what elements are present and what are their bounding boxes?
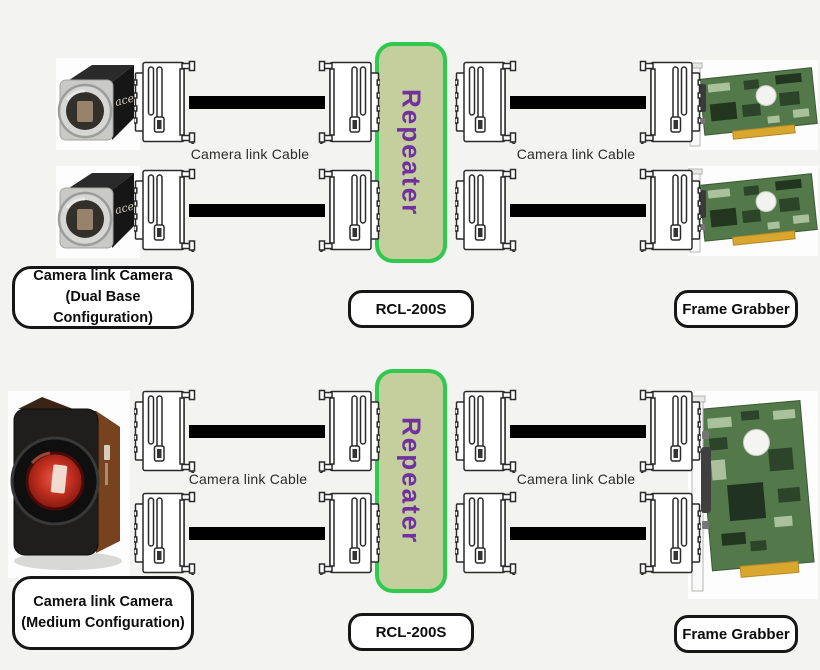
frame-grabber-label-box: Frame Grabber: [674, 615, 798, 653]
cable-line: [510, 424, 646, 438]
camera-link-connector-icon: [455, 491, 517, 575]
camera-label-box: Camera link Camera (Medium Configuration…: [12, 576, 194, 650]
frame-grabber-card-image: [688, 60, 818, 150]
cable-label: Camera link Cable: [190, 146, 310, 162]
frame-grabber-label: Frame Grabber: [682, 300, 790, 318]
cable-run: [455, 60, 701, 144]
cable-line: [189, 424, 325, 438]
cable-run: [455, 491, 701, 575]
frame-grabber-label-box: Frame Grabber: [674, 290, 798, 328]
cable-run: [134, 168, 380, 252]
cable-run: [455, 389, 701, 473]
repeater-model: RCL-200S: [375, 623, 447, 641]
camera-label-line1: Camera link Camera: [33, 267, 173, 284]
repeater-model: RCL-200S: [375, 300, 447, 318]
camera-label-line2: (Dual Base Configuration): [53, 289, 153, 327]
camera-link-connector-icon: [639, 389, 701, 473]
camera-link-connector-icon: [134, 491, 196, 575]
camera-label-box: Camera link Camera (Dual Base Configurat…: [12, 266, 194, 329]
camera-link-camera-image: [8, 391, 130, 578]
cable-line: [189, 95, 325, 109]
cable-run: [134, 60, 380, 144]
cable-run: [134, 389, 380, 473]
camera-link-camera-image: [56, 58, 140, 150]
camera-link-connector-icon: [134, 168, 196, 252]
repeater-label: Repeater: [396, 417, 427, 545]
camera-link-connector-icon: [318, 389, 380, 473]
camera-link-connector-icon: [318, 168, 380, 252]
camera-link-connector-icon: [134, 389, 196, 473]
cable-label: Camera link Cable: [516, 146, 636, 162]
camera-link-camera-image: [56, 166, 140, 258]
repeater-box: Repeater: [375, 42, 447, 263]
camera-link-connector-icon: [639, 491, 701, 575]
cable-run: [134, 491, 380, 575]
cable-label: Camera link Cable: [188, 471, 308, 487]
cable-line: [510, 526, 646, 540]
camera-link-connector-icon: [455, 389, 517, 473]
repeater-box: Repeater: [375, 369, 447, 593]
cable-label: Camera link Cable: [516, 471, 636, 487]
camera-link-connector-icon: [455, 60, 517, 144]
camera-link-connector-icon: [455, 168, 517, 252]
frame-grabber-card-image: [688, 391, 818, 599]
cable-run: [455, 168, 701, 252]
repeater-label: Repeater: [396, 88, 427, 217]
camera-link-connector-icon: [318, 60, 380, 144]
camera-link-connector-icon: [318, 491, 380, 575]
camera-link-connector-icon: [134, 60, 196, 144]
cable-line: [189, 526, 325, 540]
frame-grabber-label: Frame Grabber: [682, 625, 790, 643]
camera-link-connector-icon: [639, 60, 701, 144]
camera-label-line1: Camera link Camera: [33, 593, 173, 610]
cable-line: [510, 203, 646, 217]
cable-line: [510, 95, 646, 109]
frame-grabber-card-image: [688, 166, 818, 256]
camera-label-line2: (Medium Configuration): [21, 615, 185, 631]
repeater-model-box: RCL-200S: [348, 290, 474, 328]
repeater-model-box: RCL-200S: [348, 613, 474, 651]
cable-line: [189, 203, 325, 217]
camera-link-connector-icon: [639, 168, 701, 252]
